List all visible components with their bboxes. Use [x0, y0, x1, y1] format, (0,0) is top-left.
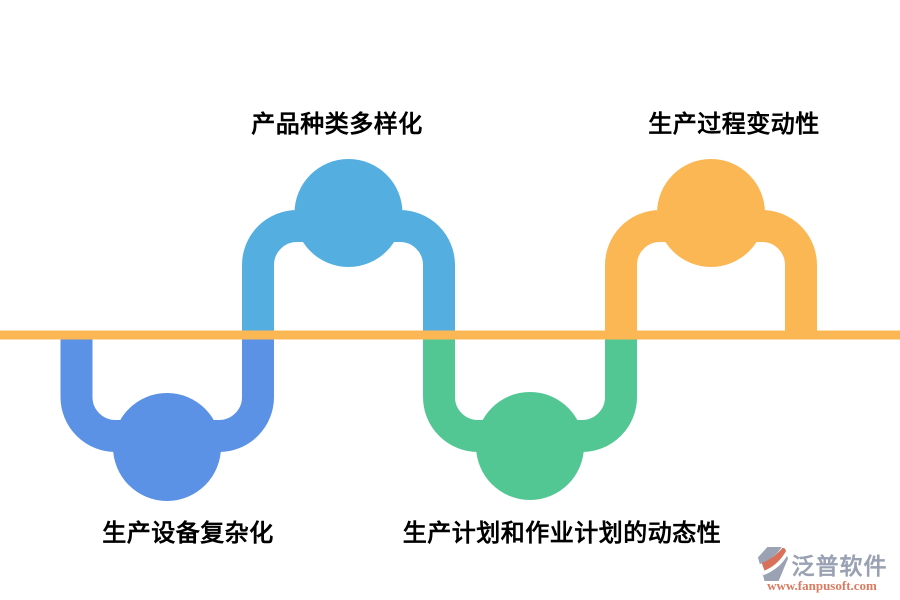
label-product-variety: 产品种类多样化: [251, 111, 423, 138]
logo-accent-swoosh: [761, 548, 786, 571]
label-process-variability: 生产过程变动性: [648, 111, 820, 138]
node-circle-product-variety: [294, 159, 403, 267]
node-circle-equipment-complexity: [113, 393, 221, 501]
baseline: [0, 330, 900, 340]
node-circle-planning-dynamics: [476, 392, 584, 500]
node-circle-process-variability: [657, 159, 765, 267]
fanpu-logo: 泛普软件 www.fanpusoft.com: [756, 546, 888, 594]
fanpu-logo-icon: [756, 546, 789, 581]
logo-url-text: www.fanpusoft.com: [767, 578, 877, 593]
logo-brand-text: 泛普软件: [791, 553, 888, 579]
label-equipment-complexity: 生产设备复杂化: [102, 520, 274, 547]
label-planning-dynamics: 生产计划和作业计划的动态性: [402, 520, 722, 547]
